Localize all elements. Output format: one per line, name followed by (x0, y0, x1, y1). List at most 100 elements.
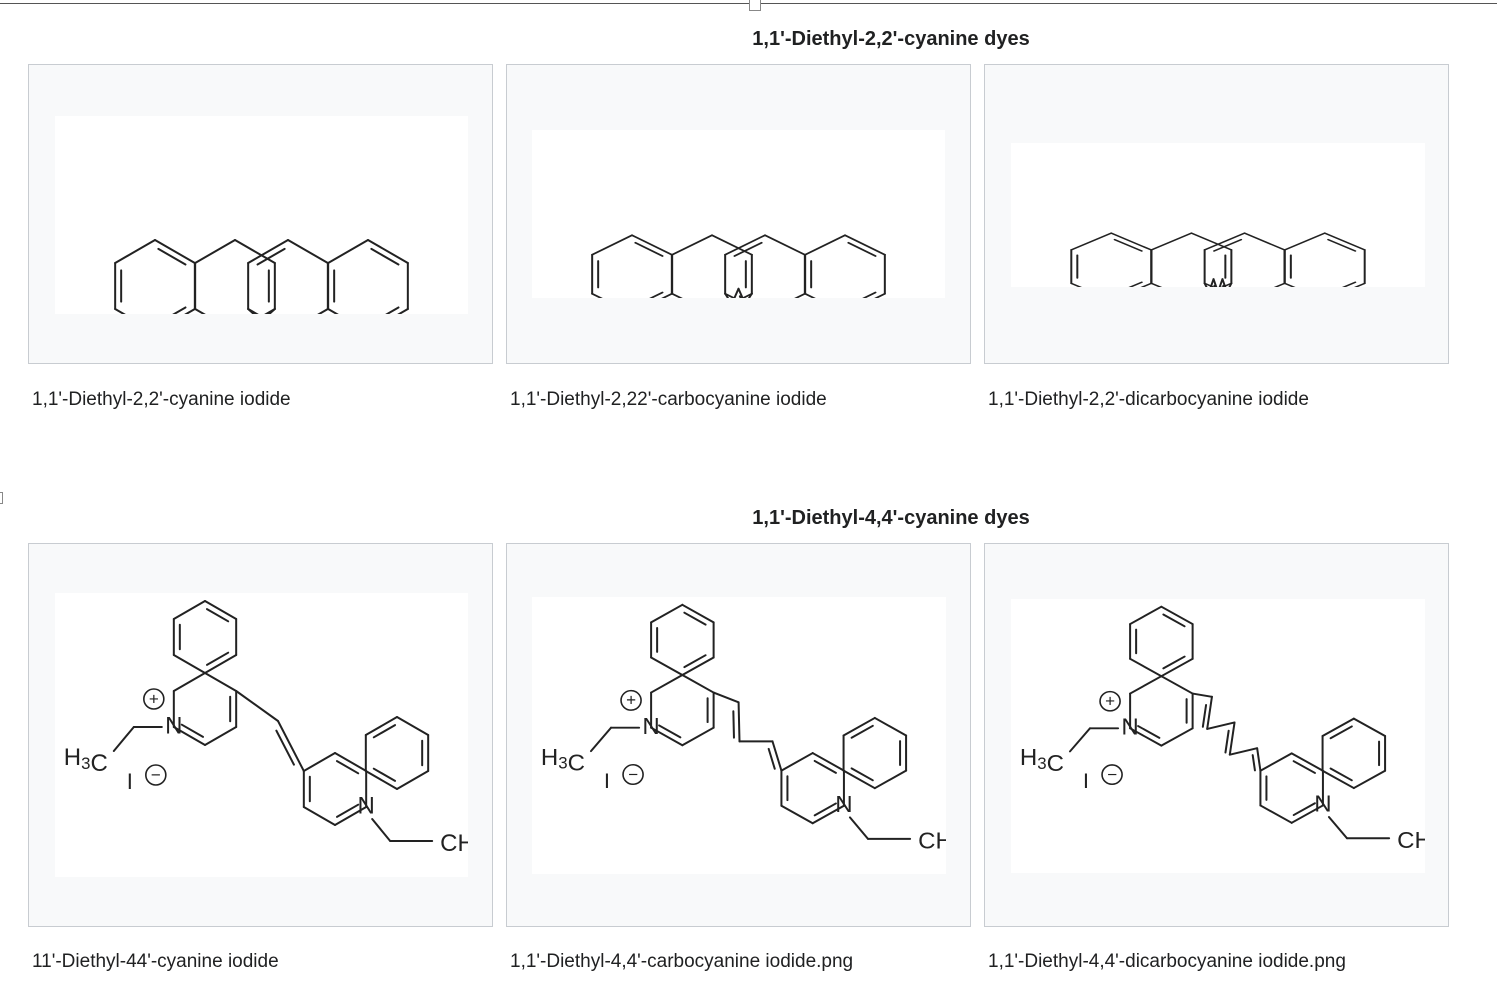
bond (317, 308, 329, 314)
bond (1273, 282, 1286, 287)
bond (650, 603, 684, 624)
bond (1212, 278, 1218, 287)
bond (811, 752, 845, 772)
bond (1160, 675, 1194, 695)
double-bond-line (385, 306, 400, 314)
double-bond-line (180, 723, 205, 738)
double-bond-line (205, 651, 230, 666)
bond (367, 239, 409, 264)
double-bond-line (157, 247, 187, 266)
double-bond-line (1213, 238, 1243, 252)
bond (327, 308, 339, 314)
bond (247, 308, 259, 314)
bond (771, 740, 783, 772)
bond (764, 234, 806, 256)
double-bond-line (1292, 760, 1316, 774)
double-bond-line (767, 747, 776, 770)
bond (1160, 657, 1194, 678)
double-bond-line (205, 608, 230, 623)
molecule-image[interactable]: NN+H3CCH3I− (55, 116, 468, 314)
image-caption: 1,1'-Diethyl-2,2'-dicarbocyanine iodide (988, 389, 1309, 410)
molecule-image[interactable]: NN+H3CCH3I− (1011, 143, 1425, 287)
bond (1354, 282, 1366, 287)
bond (1206, 695, 1213, 730)
methyl-group-label: H3C (541, 745, 585, 776)
double-bond-line (813, 759, 837, 774)
double-bond-line (1162, 613, 1186, 628)
bond (1321, 769, 1355, 790)
double-bond-line (1224, 729, 1230, 754)
image-caption: 1,1'-Diethyl-4,4'-dicarbocyanine iodide.… (988, 951, 1346, 972)
double-bond-line (1162, 655, 1186, 670)
bond (681, 603, 715, 624)
resize-handle[interactable] (749, 0, 761, 11)
bond (334, 752, 368, 772)
positive-charge-sign: + (149, 689, 159, 708)
top-divider (0, 0, 1497, 11)
bond (247, 239, 289, 264)
bond (671, 292, 683, 298)
bond (334, 806, 368, 826)
double-bond-line (1251, 754, 1256, 772)
molecule-image[interactable]: NN+H3CCH3I− (532, 130, 945, 298)
bond (204, 726, 238, 746)
bond (724, 234, 766, 256)
bond (1160, 727, 1194, 747)
double-bond-line (634, 241, 664, 257)
gallery-image-cell[interactable]: NN+H3CCH3I− (506, 64, 971, 364)
bond (591, 234, 633, 256)
double-bond-line (862, 291, 877, 298)
gallery-image-cell[interactable]: NN+H3CCH3I− (28, 64, 493, 364)
positive-charge-sign: + (1105, 692, 1115, 711)
double-bond-line (1137, 725, 1161, 739)
methyl-group-label: CH3 (1397, 829, 1425, 856)
structure-2-2-dicarbocyanine: NN+H3CCH3I− (1070, 232, 1366, 287)
double-bond-line (172, 306, 187, 314)
double-bond-line (256, 247, 286, 266)
iodide-atom: I (1083, 768, 1089, 793)
bond (1068, 727, 1092, 753)
bond (204, 654, 238, 674)
double-bond-line (683, 654, 707, 669)
bond (1203, 282, 1208, 287)
bond (396, 770, 430, 790)
gallery-image-cell[interactable]: NN+H3CCH3I− (984, 64, 1449, 364)
bond (204, 672, 238, 692)
positive-charge (143, 688, 165, 710)
bond (661, 292, 673, 298)
bond (804, 234, 846, 256)
bond (112, 726, 135, 752)
methyl-group-label: CH3 (440, 830, 468, 859)
bond (848, 816, 869, 840)
double-bond-line (733, 241, 763, 257)
bond (172, 654, 206, 674)
bond (844, 234, 886, 256)
bond (650, 656, 684, 677)
bond (1110, 232, 1153, 251)
negative-charge (1101, 764, 1123, 786)
image-caption: 1,1'-Diethyl-2,22'-carbocyanine iodide (510, 389, 827, 410)
bond (1243, 232, 1286, 251)
bond (842, 716, 876, 737)
bond (1327, 816, 1348, 840)
bond (1323, 232, 1366, 251)
bond (842, 769, 876, 790)
positive-charge (620, 689, 642, 711)
nitrogen-atom: N (642, 714, 659, 740)
negative-charge-sign: − (1107, 765, 1117, 784)
bond (873, 716, 908, 737)
double-bond-line (1329, 725, 1353, 740)
iodide-atom: I (127, 769, 133, 794)
bond (1203, 232, 1246, 251)
negative-charge-sign: − (628, 765, 638, 784)
methyl-group-label: H3C (64, 744, 108, 777)
negative-charge-sign: − (151, 765, 161, 784)
bond (1129, 657, 1163, 678)
